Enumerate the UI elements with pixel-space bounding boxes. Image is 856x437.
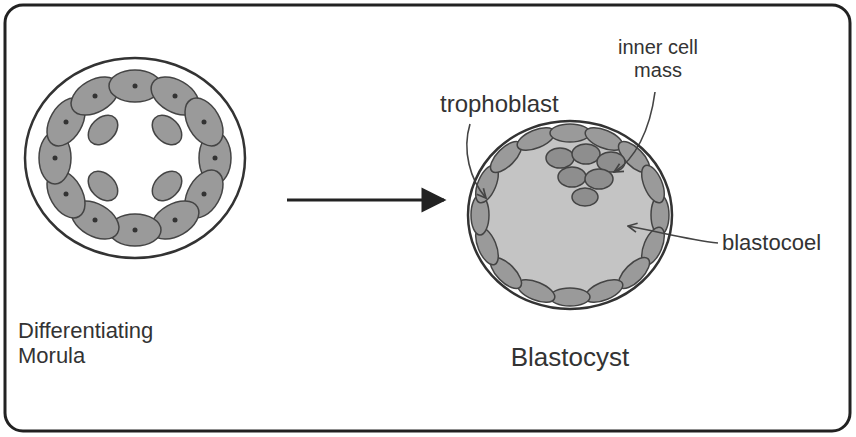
part-label: trophoblast bbox=[440, 90, 610, 118]
leader-line bbox=[628, 226, 718, 243]
stage-caption: Differentiating Morula bbox=[18, 318, 193, 369]
nucleus bbox=[173, 218, 178, 223]
cell bbox=[637, 162, 669, 206]
cell bbox=[82, 165, 123, 206]
nucleus bbox=[64, 120, 69, 125]
stage-arrow bbox=[287, 199, 444, 202]
label-holder: trophoblast bbox=[440, 90, 610, 118]
nucleus bbox=[202, 192, 207, 197]
part-label: inner cell mass bbox=[598, 36, 718, 82]
trophoblast-cells bbox=[471, 123, 669, 307]
cell bbox=[82, 109, 123, 150]
stage-caption: Blastocyst bbox=[456, 343, 684, 373]
blastocoel-cavity bbox=[484, 137, 656, 293]
cell bbox=[558, 167, 586, 187]
cell bbox=[550, 288, 590, 306]
cell bbox=[585, 169, 613, 189]
nucleus bbox=[173, 94, 178, 99]
nucleus bbox=[93, 218, 98, 223]
outline-shape bbox=[466, 119, 674, 311]
zona-pellucida bbox=[468, 121, 672, 309]
cell bbox=[572, 188, 598, 206]
part-label: blastocoel bbox=[722, 230, 847, 255]
embryo-outline: Differentiating Morula bbox=[23, 56, 247, 260]
cell bbox=[177, 91, 231, 152]
nucleus bbox=[133, 84, 138, 89]
cell bbox=[572, 144, 600, 164]
nucleus bbox=[64, 192, 69, 197]
nucleus bbox=[202, 120, 207, 125]
nucleus bbox=[53, 156, 58, 161]
label-holder: inner cell mass bbox=[598, 36, 718, 82]
label-holder: blastocoel bbox=[722, 230, 847, 255]
outline-shape bbox=[23, 56, 247, 260]
cell bbox=[546, 148, 574, 168]
frame bbox=[5, 5, 850, 431]
cell bbox=[550, 124, 590, 142]
inner-cell-mass bbox=[546, 144, 625, 206]
embryo-outline: Blastocyst bbox=[466, 119, 674, 311]
zona-pellucida bbox=[25, 58, 245, 258]
cell bbox=[146, 109, 187, 150]
cell bbox=[582, 275, 626, 307]
nucleus bbox=[213, 156, 218, 161]
leader-line bbox=[467, 124, 486, 198]
cell bbox=[146, 165, 187, 206]
nucleus bbox=[93, 94, 98, 99]
nucleus bbox=[133, 228, 138, 233]
morula-nuclei bbox=[53, 84, 218, 233]
morula-cells bbox=[39, 69, 231, 247]
